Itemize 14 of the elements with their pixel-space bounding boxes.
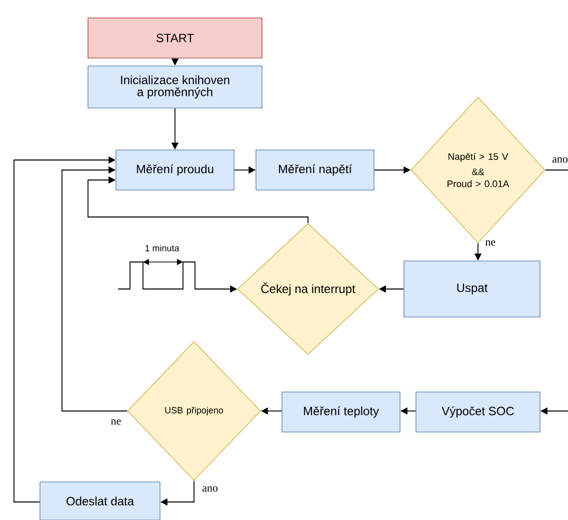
dimension-label: 1 minuta <box>145 244 180 252</box>
process-box: Měření proudu <box>116 150 234 190</box>
edge-label: ano <box>551 156 568 164</box>
arrow <box>62 166 128 412</box>
edge-label: ano <box>201 485 219 493</box>
edge-label: ne <box>110 418 122 426</box>
arrow <box>88 176 308 224</box>
process-box: Výpočet SOC <box>416 392 540 432</box>
process-box: Inicializace knihoven a proměnných <box>88 66 262 108</box>
process-box: Měření napětí <box>256 150 374 190</box>
process-box: Uspat <box>404 260 540 318</box>
start-box: START <box>88 18 262 58</box>
process-box: Odeslat data <box>40 482 160 520</box>
process-box: Měření teploty <box>282 392 400 432</box>
